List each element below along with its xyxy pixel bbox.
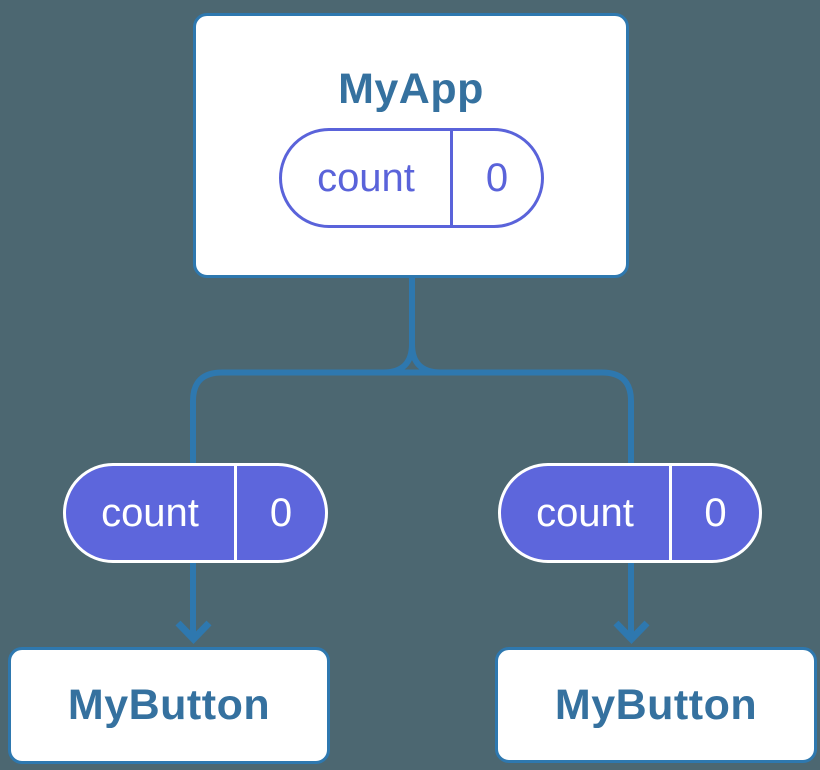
pill-divider [669, 466, 672, 560]
left-arrowhead-icon [175, 620, 212, 645]
left-prop-name: count [101, 491, 199, 535]
mybutton-node-left: MyButton [8, 647, 330, 764]
right-arrowhead-icon [613, 620, 650, 645]
right-prop-name: count [536, 491, 634, 535]
pill-divider [234, 466, 237, 560]
bracket-connector [190, 369, 634, 636]
fork-right-curve [409, 343, 442, 376]
left-prop-value: 0 [269, 491, 293, 535]
root-state-value: 0 [485, 156, 509, 200]
root-state-name: count [317, 156, 415, 200]
fork-left-curve [382, 343, 415, 376]
mybutton-right-label: MyButton [554, 680, 758, 729]
right-prop-value: 0 [704, 491, 727, 535]
myapp-node: MyApp count 0 [193, 13, 629, 278]
root-state-pill: count 0 [279, 128, 544, 228]
mybutton-node-right: MyButton [495, 647, 817, 763]
myapp-label: MyApp [338, 65, 484, 113]
left-prop-pill: count 0 [63, 463, 328, 563]
pill-divider [450, 131, 453, 225]
right-prop-pill: count 0 [498, 463, 762, 563]
mybutton-left-label: MyButton [67, 681, 271, 729]
